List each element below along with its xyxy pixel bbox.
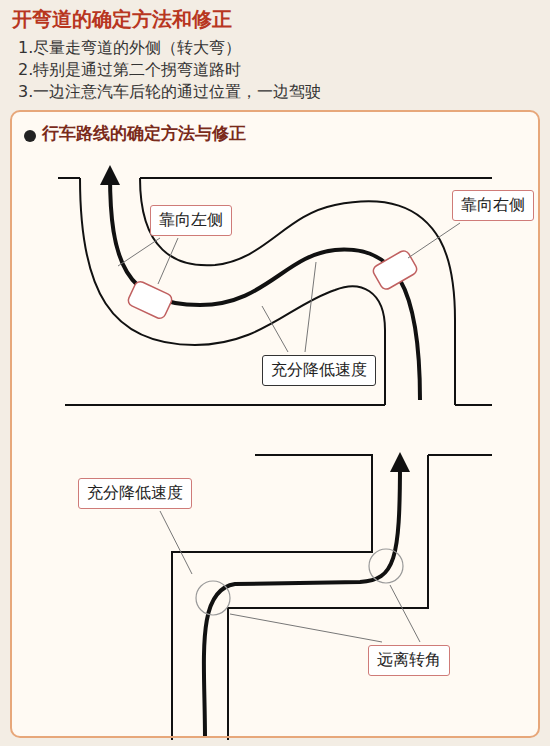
route-panel: 行车路线的确定方法与修正靠向左侧靠向右侧充分降低速度充分降低速度远离转角 — [10, 110, 540, 738]
car — [126, 280, 173, 320]
callout-text: 充分降低速度 — [87, 483, 183, 502]
s-curve-road — [58, 178, 492, 405]
callout-box: 充分降低速度 — [78, 478, 192, 509]
callout-box: 远离转角 — [368, 645, 450, 676]
note-line: 3.一边注意汽车后轮的通过位置，一边驾驶 — [18, 82, 321, 103]
driving-line — [204, 462, 400, 738]
leader-lines — [118, 223, 460, 642]
note-line: 1.尽量走弯道的外侧（转大弯） — [18, 38, 241, 59]
title: 开弯道的确定方法和修正 — [12, 6, 232, 33]
bullet — [24, 130, 36, 142]
callout-box: 靠向左侧 — [150, 205, 232, 236]
driving-line — [110, 175, 420, 400]
corner-circle — [196, 581, 230, 615]
panel-heading: 行车路线的确定方法与修正 — [42, 122, 246, 145]
note-line: 2.特别是通过第二个拐弯道路时 — [18, 60, 241, 81]
callout-box: 充分降低速度 — [262, 355, 376, 386]
panel-ground — [11, 111, 539, 737]
callout-text: 靠向右侧 — [461, 195, 525, 214]
callout-text: 充分降低速度 — [271, 360, 367, 379]
corner-circle — [369, 549, 403, 583]
callout-box: 靠向右侧 — [452, 190, 534, 221]
callout-text: 远离转角 — [377, 650, 441, 669]
callout-text: 靠向左侧 — [159, 210, 223, 229]
crank-road — [172, 455, 492, 740]
